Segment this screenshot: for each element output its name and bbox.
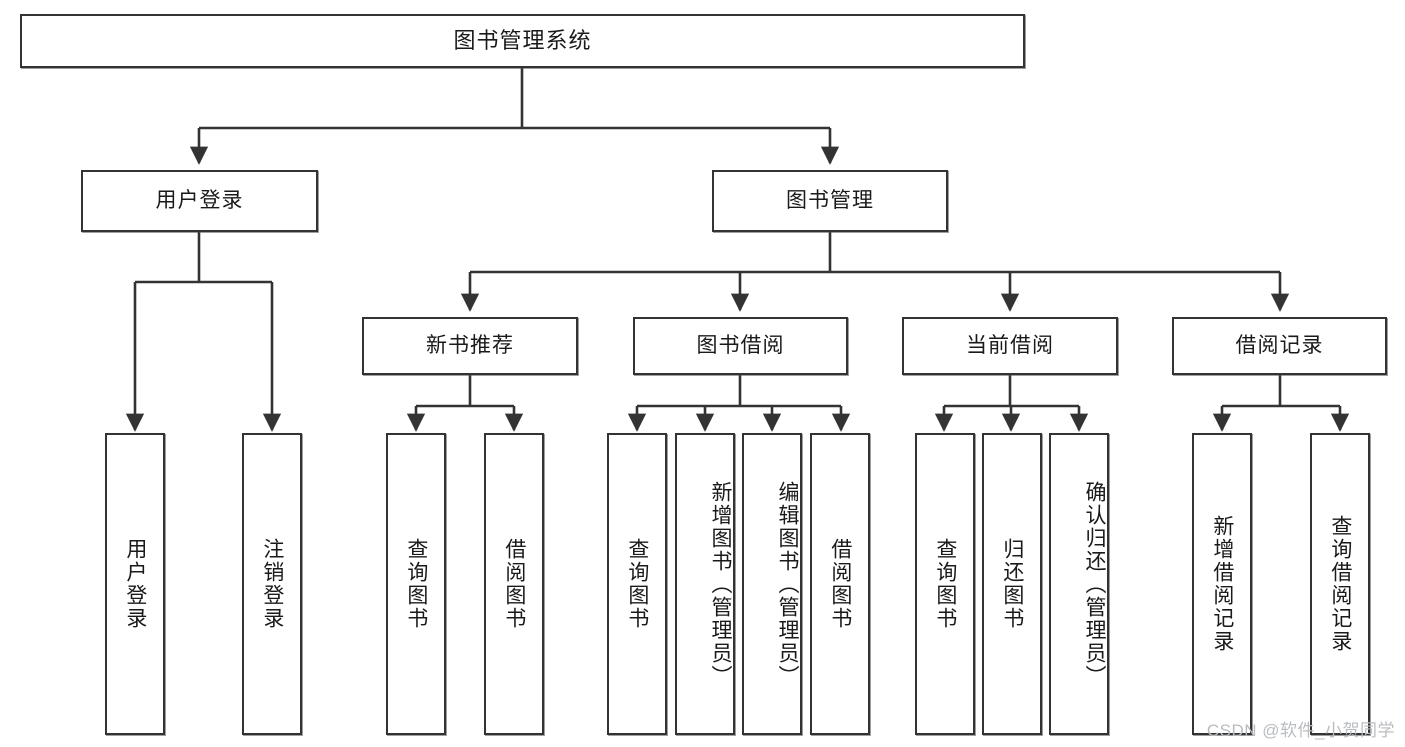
node-label: 新增图书（管理员）: [709, 480, 732, 688]
node-current-borrow[interactable]: 当前借阅: [902, 317, 1118, 375]
node-label: 查询图书: [404, 538, 428, 630]
node-label: 查询图书: [625, 538, 649, 630]
leaf-borrow-book-recommend[interactable]: 借阅图书: [484, 433, 544, 735]
node-borrow-record[interactable]: 借阅记录: [1172, 317, 1387, 375]
node-book-borrow[interactable]: 图书借阅: [633, 317, 848, 375]
node-label: 注销登录: [260, 538, 284, 630]
node-label: 当前借阅: [966, 333, 1054, 357]
node-book-management[interactable]: 图书管理: [712, 170, 948, 232]
node-label: 新增借阅记录: [1210, 515, 1234, 653]
node-label: 查询借阅记录: [1328, 515, 1352, 653]
leaf-query-book-borrow[interactable]: 查询图书: [607, 433, 667, 735]
node-label: 借阅图书: [502, 538, 526, 630]
node-user-login[interactable]: 用户登录: [81, 170, 318, 232]
node-label: 借阅图书: [828, 538, 852, 630]
leaf-query-borrow-record[interactable]: 查询借阅记录: [1310, 433, 1370, 735]
node-new-book-recommend[interactable]: 新书推荐: [362, 317, 578, 375]
leaf-query-book-recommend[interactable]: 查询图书: [386, 433, 446, 735]
leaf-user-login[interactable]: 用户登录: [105, 433, 165, 735]
leaf-query-book-current[interactable]: 查询图书: [915, 433, 975, 735]
leaf-add-book-admin[interactable]: 新增图书（管理员）: [675, 433, 735, 735]
node-label: 图书管理系统: [453, 28, 592, 54]
leaf-logout-login[interactable]: 注销登录: [242, 433, 302, 735]
node-label: 用户登录: [123, 538, 147, 630]
node-label: 查询图书: [933, 538, 957, 630]
node-label: 图书管理: [786, 188, 874, 212]
leaf-return-book[interactable]: 归还图书: [982, 433, 1042, 735]
csdn-watermark: CSDN @软件_小贺同学: [1206, 721, 1395, 740]
leaf-edit-book-admin[interactable]: 编辑图书（管理员）: [742, 433, 802, 735]
leaf-add-borrow-record[interactable]: 新增借阅记录: [1192, 433, 1252, 735]
node-label: 借阅记录: [1235, 333, 1324, 357]
node-label: 确认归还（管理员）: [1083, 480, 1106, 688]
node-label: 用户登录: [155, 188, 244, 212]
node-label: 归还图书: [1000, 538, 1024, 630]
node-label: 新书推荐: [426, 333, 514, 357]
node-label: 编辑图书（管理员）: [776, 480, 799, 688]
node-root-system[interactable]: 图书管理系统: [20, 14, 1025, 68]
leaf-borrow-book-borrow[interactable]: 借阅图书: [810, 433, 870, 735]
leaf-confirm-return-admin[interactable]: 确认归还（管理员）: [1049, 433, 1109, 735]
node-label: 图书借阅: [696, 333, 785, 357]
